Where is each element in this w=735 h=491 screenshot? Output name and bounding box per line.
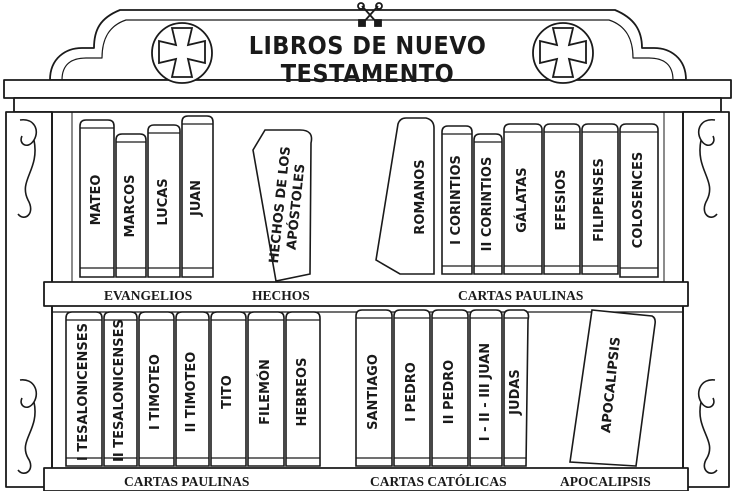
- book-romanos: ROMANOS: [413, 159, 428, 235]
- book-lucas: LUCAS: [156, 178, 171, 226]
- label-cartas-paulinas-bottom: CARTAS PAULINAS: [124, 474, 250, 489]
- book-ii-corintios: II CORINTIOS: [480, 156, 495, 252]
- title-line-1: LIBROS DE NUEVO: [248, 31, 487, 60]
- book-ii-timoteo: II TIMOTEO: [184, 351, 199, 433]
- book-filipenses: FILIPENSES: [592, 158, 607, 242]
- cross-medallion-icon: [151, 22, 594, 84]
- book-marcos: MARCOS: [123, 174, 138, 238]
- book-i-tesalonicenses: I TESALONICENSES: [76, 322, 91, 462]
- label-apocalipsis: APOCALIPSIS: [560, 474, 651, 489]
- scroll-ornament-icon: [17, 119, 718, 474]
- book-judas: JUDAS: [508, 369, 523, 415]
- book-galatas: GÁLATAS: [515, 167, 530, 233]
- book-ii-pedro: II PEDRO: [442, 359, 457, 425]
- book-juan: JUAN: [189, 180, 204, 216]
- label-cartas-catolicas: CARTAS CATÓLICAS: [370, 474, 507, 489]
- label-evangelios: EVANGELIOS: [104, 288, 193, 303]
- book-ii-tesalonicenses: II TESALONICENSES: [112, 319, 127, 462]
- book-i-ii-iii-juan: I - II - III JUAN: [478, 342, 493, 442]
- label-hechos: HECHOS: [252, 288, 310, 303]
- book-mateo: MATEO: [89, 174, 104, 226]
- book-hebreos: HEBREOS: [295, 357, 310, 427]
- book-efesios: EFESIOS: [554, 169, 569, 231]
- title-line-2: TESTAMENTO: [280, 59, 455, 88]
- book-tito: TITO: [220, 375, 235, 409]
- label-cartas-paulinas-top: CARTAS PAULINAS: [458, 288, 584, 303]
- book-i-corintios: I CORINTIOS: [449, 155, 464, 245]
- book-i-timoteo: I TIMOTEO: [148, 354, 163, 430]
- book-filemon: FILEMÓN: [258, 359, 273, 425]
- crossed-keys-icon: [357, 2, 383, 27]
- page-title: LIBROS DE NUEVO TESTAMENTO: [244, 32, 492, 88]
- book-santiago: SANTIAGO: [366, 354, 381, 430]
- book-i-pedro: I PEDRO: [404, 362, 419, 422]
- book-colosences: COLOSENCES: [631, 151, 646, 249]
